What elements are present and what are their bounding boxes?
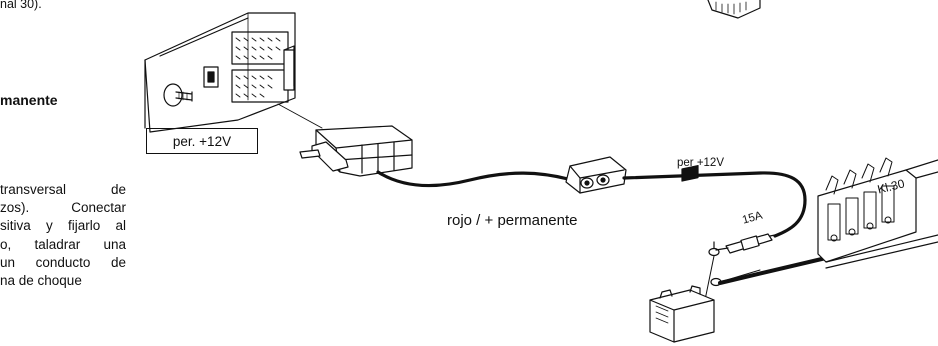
top-component-fragment	[707, 0, 761, 19]
switch-icon	[203, 66, 219, 88]
paragraph-line: o, taladrar una	[0, 236, 126, 252]
battery-icon	[649, 165, 715, 343]
wire-label: rojo / + permanente	[447, 212, 578, 229]
inline-connector	[565, 156, 627, 194]
terminal-block	[817, 157, 938, 269]
top-text-fragment: nal 30).	[0, 0, 42, 11]
permanent-12v-wire	[622, 171, 807, 238]
fuse-icon	[715, 233, 781, 254]
permanent-12v-box-label: per. +12V	[172, 133, 232, 149]
battery-wire	[718, 256, 828, 285]
radio-chassis	[144, 12, 323, 133]
permanent-12v-box: per. +12V	[146, 128, 258, 154]
permanent-wire	[376, 170, 570, 188]
paragraph-line: na de choque	[0, 273, 82, 289]
paragraph-line: transversal de	[0, 182, 126, 197]
paragraph-line: zos). Conectar	[0, 200, 126, 216]
permanent-12v-label: per +12V	[677, 157, 724, 169]
adapter-connector	[299, 125, 413, 177]
screw-icon	[163, 83, 193, 107]
paragraph-line: un conducto de	[0, 254, 126, 270]
paragraph-line: sitiva y fijarlo al	[0, 218, 126, 234]
iso-socket	[231, 31, 295, 103]
section-heading: manente	[0, 92, 58, 108]
instruction-paragraph: transversal de zos). Conectar sitiva y f…	[0, 181, 126, 290]
